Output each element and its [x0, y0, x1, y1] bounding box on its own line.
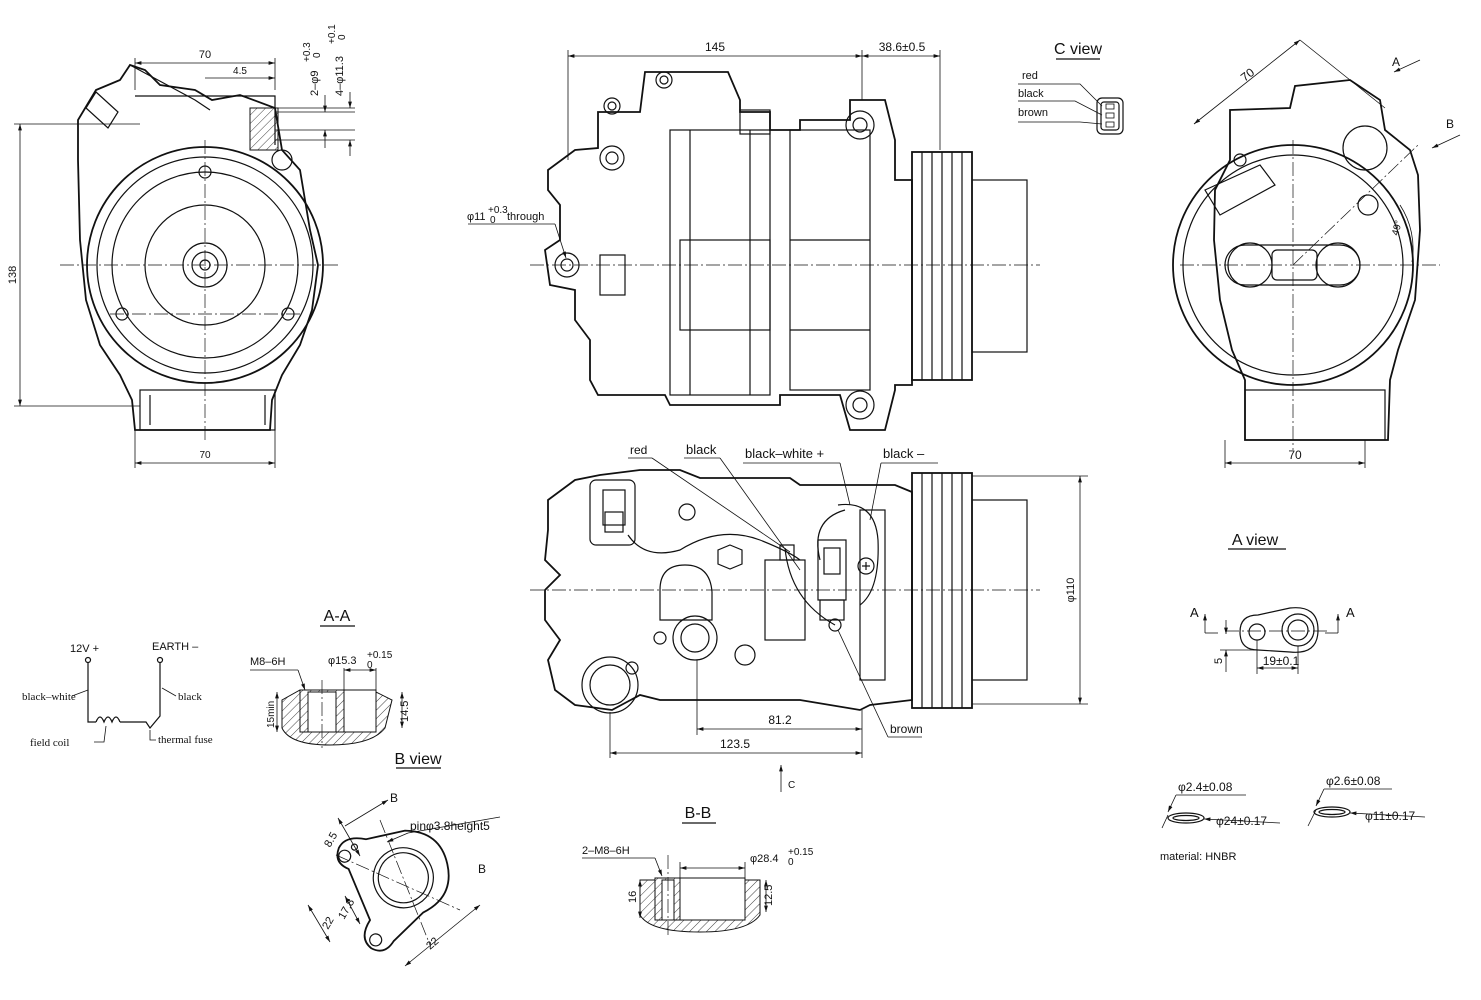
wiring-black-white: black–white — [22, 691, 76, 703]
section-aa-bore: φ15.3 — [328, 655, 357, 667]
front-offset: 4.5 — [233, 66, 247, 77]
c-view-wire-black: black — [1018, 88, 1044, 100]
bottom-wire-black-white: black–white + — [745, 446, 824, 461]
section-aa-bore-tol-zero: 0 — [367, 660, 373, 671]
b-view-pin: pinφ3.8height5 — [410, 819, 490, 833]
wiring-earth: EARTH – — [152, 641, 199, 653]
a-view-marker-right: A — [1346, 605, 1355, 620]
right-top-dim: 70 — [1238, 65, 1257, 84]
section-aa: A-A M8–6H φ15.3 +0.15 0 15min 14.5 — [250, 608, 411, 748]
b-view-marker-top: B — [390, 791, 398, 805]
front-bottom-width: 70 — [199, 450, 211, 461]
side-length: 145 — [705, 40, 725, 54]
right-marker-a: A — [1392, 55, 1400, 69]
b-view: B view pinφ3.8height5 B B 8.5 17.8 22 22 — [307, 751, 501, 967]
bottom-dim-1: 81.2 — [768, 713, 792, 727]
section-aa-thread: M8–6H — [250, 656, 286, 668]
right-view: 70 A B 49° 70 — [1172, 39, 1461, 468]
section-bb-thread: 2–M8–6H — [582, 845, 630, 857]
bottom-view: red black black–white + black – brown φ1… — [530, 442, 1088, 792]
wiring-12v: 12V + — [70, 643, 99, 655]
b-view-dim-c: 22 — [320, 915, 337, 932]
side-through-hole-tol-zero: 0 — [490, 215, 496, 226]
oring2-cross: φ2.6±0.08 — [1326, 774, 1381, 788]
oring1-inner: φ24±0.17 — [1216, 814, 1267, 828]
wiring-field-coil: field coil — [30, 737, 69, 749]
section-bb-title: B-B — [685, 805, 712, 822]
section-aa-height: 14.5 — [399, 701, 411, 722]
front-hole-b-tol: +0.1 — [327, 24, 338, 44]
oring1-cross: φ2.4±0.08 — [1178, 780, 1233, 794]
bottom-arrow-c: C — [788, 780, 795, 791]
front-hole-a-tol: +0.3 — [302, 42, 313, 62]
front-hole-b: 4–φ11.3 — [334, 56, 346, 96]
bottom-pulley-dia: φ110 — [1065, 578, 1077, 603]
front-hole-b-tol-zero: 0 — [337, 34, 348, 40]
section-bb-bore-tol-zero: 0 — [788, 857, 794, 868]
section-bb: B-B 2–M8–6H φ28.4 +0.15 0 16 12.5 — [582, 805, 814, 935]
right-bottom-dim: 70 — [1288, 448, 1302, 462]
side-view: 145 38.6±0.5 φ11 +0.3 0 through — [467, 40, 1040, 431]
front-hole-a: 2–φ9 — [309, 71, 321, 97]
right-angle: 49° — [1390, 219, 1405, 236]
b-view-dim-a: 8.5 — [322, 830, 340, 849]
side-through-hole: φ11 — [467, 211, 486, 223]
a-view-height: 5 — [1213, 658, 1225, 664]
b-view-marker-right: B — [478, 862, 486, 876]
bottom-wire-red: red — [630, 443, 647, 457]
bottom-dim-2: 123.5 — [720, 737, 750, 751]
b-view-dim-d: 22 — [424, 935, 441, 952]
section-aa-bore-tol: +0.15 — [367, 650, 393, 661]
oring-material: material: HNBR — [1160, 851, 1236, 863]
a-view-marker-left: A — [1190, 605, 1199, 620]
side-through-hole-tol: +0.3 — [488, 205, 508, 216]
oring2-inner: φ11±0.17 — [1365, 809, 1416, 823]
front-view: 70 4.5 2–φ9 +0.3 0 4–φ11.3 +0.1 0 138 70 — [7, 24, 355, 468]
b-view-dim-b: 17.8 — [336, 897, 357, 922]
bottom-wire-black: black — [686, 442, 717, 457]
front-hole-a-tol-zero: 0 — [312, 52, 323, 58]
o-rings: φ2.4±0.08 φ24±0.17 φ2.6±0.08 φ11±0.17 ma… — [1160, 774, 1426, 863]
side-pulley-offset: 38.6±0.5 — [879, 40, 926, 54]
a-view: A view A A 5 19±0.1 — [1190, 532, 1355, 674]
bottom-wire-brown: brown — [890, 722, 923, 736]
section-aa-depth: 15min — [266, 701, 277, 728]
section-bb-depth: 16 — [627, 891, 639, 903]
wiring-diagram: 12V + EARTH – black–white black field co… — [22, 641, 213, 749]
right-marker-b: B — [1446, 117, 1454, 131]
bottom-wire-black-minus: black – — [883, 446, 925, 461]
section-aa-title: A-A — [324, 608, 351, 625]
c-view-title: C view — [1054, 41, 1102, 58]
wiring-thermal-fuse: thermal fuse — [158, 734, 213, 746]
c-view-wire-red: red — [1022, 70, 1038, 82]
c-view-wire-brown: brown — [1018, 107, 1048, 119]
front-height: 138 — [7, 266, 19, 284]
section-bb-height: 12.5 — [763, 885, 775, 906]
b-view-title: B view — [394, 751, 442, 768]
section-bb-bore: φ28.4 — [750, 853, 779, 865]
section-bb-bore-tol: +0.15 — [788, 847, 814, 858]
c-view: C view red black brown — [1018, 41, 1124, 135]
wiring-black: black — [178, 691, 202, 703]
a-view-spacing: 19±0.1 — [1263, 654, 1300, 668]
front-top-width: 70 — [199, 49, 211, 61]
side-through-hole-suffix: through — [507, 211, 544, 223]
a-view-title: A view — [1232, 532, 1279, 549]
